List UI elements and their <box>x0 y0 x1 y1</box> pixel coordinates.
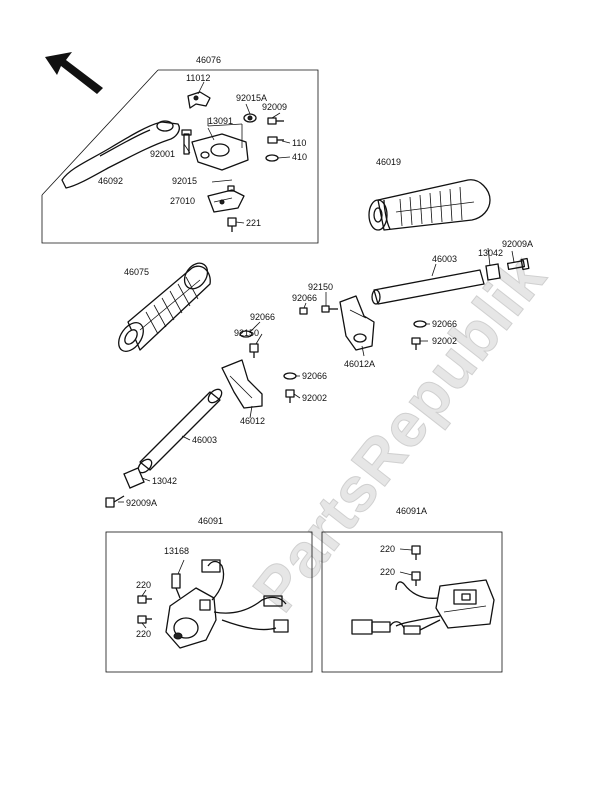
label-92015: 92015 <box>172 176 197 186</box>
label-221: 221 <box>246 218 261 228</box>
front-direction-arrow <box>45 52 103 94</box>
left-switch-screws <box>137 559 185 629</box>
label-46076: 46076 <box>196 55 221 65</box>
small-fasteners-upper <box>243 113 284 162</box>
right-grip-ribs <box>395 186 475 227</box>
label-46091A: 46091A <box>396 506 427 516</box>
lever-holder-part <box>191 133 249 171</box>
label-110: 110 <box>292 138 306 148</box>
lever-bracket-part <box>187 91 211 109</box>
label-46003-right: 46003 <box>432 254 457 264</box>
right-switch-frame <box>321 531 503 673</box>
bar-end-bolt-right <box>506 257 530 271</box>
label-46092: 46092 <box>98 176 123 186</box>
right-switch-wiring <box>351 581 441 635</box>
label-13042-right: 13042 <box>478 248 503 258</box>
label-92002-right: 92002 <box>432 336 457 346</box>
right-leader-lines <box>303 247 515 357</box>
label-92001: 92001 <box>150 149 175 159</box>
part-number-labels: 46076 11012 92015A 92009 13091 110 92001… <box>98 55 533 639</box>
label-13042-left: 13042 <box>152 476 177 486</box>
left-switch-frame <box>105 531 313 673</box>
label-92009: 92009 <box>262 102 287 112</box>
label-13168: 13168 <box>164 546 189 556</box>
fasteners-right-holder <box>299 305 427 350</box>
label-11012: 11012 <box>186 73 210 83</box>
bar-end-bolt-left <box>105 495 125 508</box>
fasteners-left-holder <box>239 330 297 403</box>
label-46012A: 46012A <box>344 359 375 369</box>
label-46091: 46091 <box>198 516 223 526</box>
left-grip-ribs <box>139 276 201 335</box>
label-92066-right-1: 92066 <box>292 293 317 303</box>
label-92015A: 92015A <box>236 93 267 103</box>
bolt-92001-part <box>181 129 192 155</box>
label-220-c: 220 <box>380 544 395 554</box>
label-92009A-left: 92009A <box>126 498 157 508</box>
left-switch-housing-part <box>165 587 217 649</box>
label-220-a: 220 <box>136 580 151 590</box>
label-92150-left: 92150 <box>234 328 259 338</box>
left-leader-lines <box>118 321 301 503</box>
label-46012: 46012 <box>240 416 265 426</box>
label-46019: 46019 <box>376 157 401 167</box>
handlebar-holder-right <box>339 295 375 351</box>
label-92002-left: 92002 <box>302 393 327 403</box>
label-220-b: 220 <box>136 629 151 639</box>
label-46075: 46075 <box>124 267 149 277</box>
left-grip-part <box>118 262 211 352</box>
right-handlebar-part <box>371 269 485 305</box>
right-switch-screws <box>399 545 421 586</box>
lever-assembly-frame <box>41 69 319 244</box>
left-handlebar-part <box>137 388 223 474</box>
clutch-lever-part <box>61 120 180 189</box>
screw-221-part <box>227 217 237 232</box>
lever-leader-lines <box>183 81 291 224</box>
label-92066-right-2: 92066 <box>432 319 457 329</box>
label-92150-right: 92150 <box>308 282 333 292</box>
left-switch-wiring <box>171 559 289 633</box>
label-220-d: 220 <box>380 567 395 577</box>
bar-end-cap-right <box>485 263 501 281</box>
right-grip-part <box>368 179 491 231</box>
label-46003-left: 46003 <box>192 435 217 445</box>
label-13091: 13091 <box>208 116 233 126</box>
label-92066-left-2: 92066 <box>302 371 327 381</box>
right-switch-housing-part <box>435 579 495 629</box>
label-27010: 27010 <box>170 196 195 206</box>
switch-27010-part <box>207 185 245 213</box>
label-92009A-right: 92009A <box>502 239 533 249</box>
handlebar-holder-left <box>221 359 263 409</box>
label-92066-left-1: 92066 <box>250 312 275 322</box>
bar-end-cap-left <box>123 467 145 489</box>
label-410: 410 <box>292 152 307 162</box>
